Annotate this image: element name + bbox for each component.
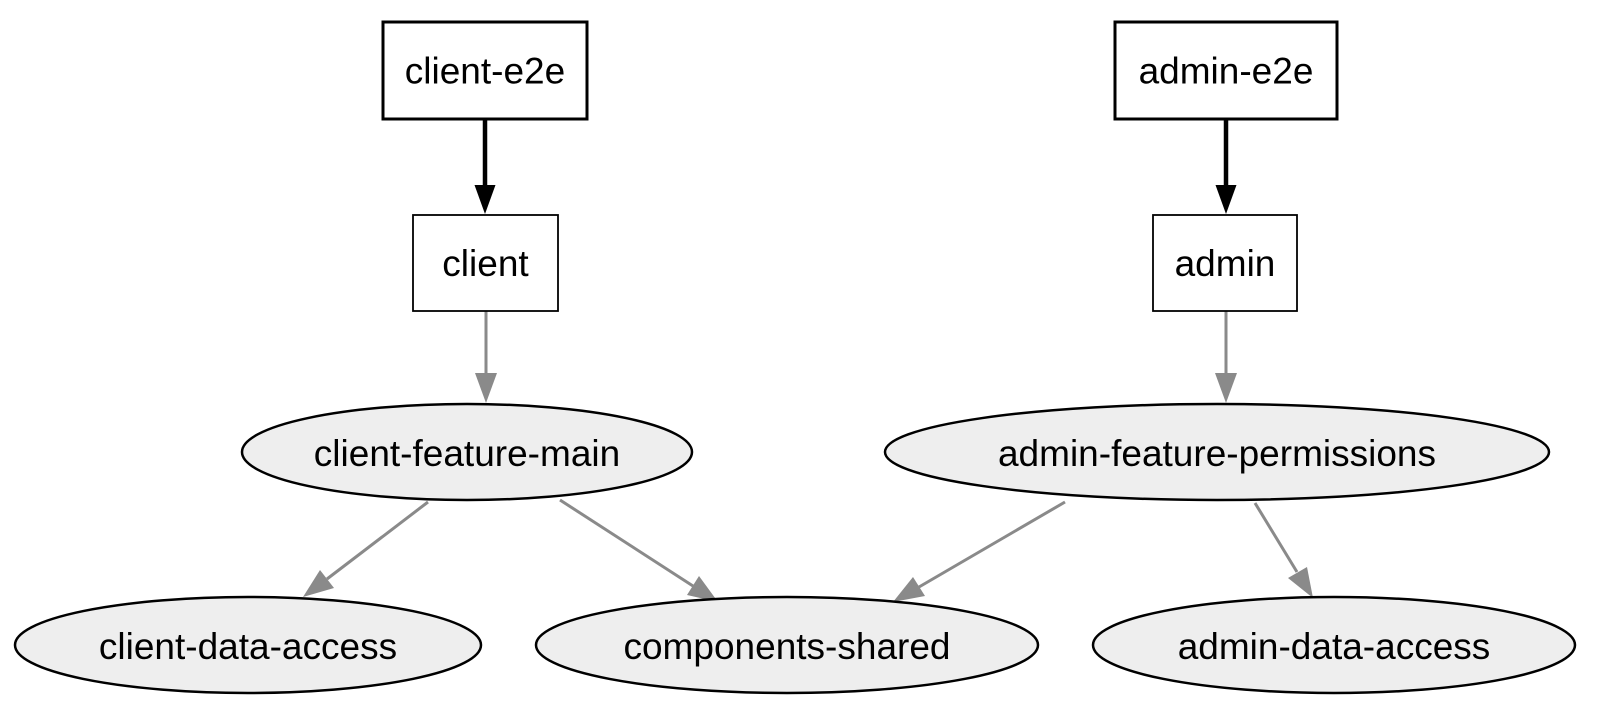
node-admin[interactable]: admin	[1152, 214, 1298, 312]
node-components-shared-shape[interactable]	[534, 595, 1040, 695]
node-client-e2e[interactable]: client-e2e	[381, 20, 589, 121]
edge-line	[918, 500, 1066, 589]
node-admin-feature-permissions[interactable]: admin-feature-permissions	[883, 402, 1551, 502]
node-admin-shape[interactable]	[1152, 214, 1298, 312]
arrowhead-icon	[893, 577, 925, 602]
node-client-e2e-label: client-e2e	[405, 50, 565, 91]
node-client-feature-main[interactable]: client-feature-main	[240, 402, 694, 502]
node-client-data-access[interactable]: client-data-access	[13, 595, 483, 695]
node-client-shape[interactable]	[412, 214, 559, 312]
node-admin-feature-permissions-shape[interactable]	[883, 402, 1551, 502]
node-client-data-access-shape[interactable]	[13, 595, 483, 695]
arrowhead-icon	[303, 570, 334, 597]
node-admin-e2e-shape[interactable]	[1113, 20, 1339, 121]
edge-client-feature-main-to-client-data-access	[303, 500, 429, 597]
node-components-shared[interactable]: components-shared	[534, 595, 1040, 695]
edge-client-feature-main-to-components-shared	[559, 498, 718, 602]
node-client-feature-main-shape[interactable]	[240, 402, 694, 502]
node-client-label: client	[442, 243, 529, 284]
edge-admin-to-admin-feature-permissions	[1215, 311, 1237, 403]
node-admin-e2e[interactable]: admin-e2e	[1113, 20, 1339, 121]
edge-client-e2e-to-client	[474, 120, 496, 214]
edge-line	[559, 498, 694, 588]
node-client[interactable]: client	[412, 214, 559, 312]
edge-line	[326, 500, 429, 581]
node-client-e2e-shape[interactable]	[381, 20, 589, 121]
node-admin-data-access-shape[interactable]	[1091, 595, 1577, 695]
node-admin-e2e-label: admin-e2e	[1139, 50, 1314, 91]
node-components-shared-label: components-shared	[623, 626, 950, 667]
edge-admin-feature-permissions-to-components-shared	[893, 500, 1066, 602]
edge-admin-e2e-to-admin	[1215, 120, 1237, 214]
arrowhead-icon	[475, 373, 497, 403]
edge-line	[1253, 502, 1299, 573]
node-client-data-access-label: client-data-access	[99, 626, 397, 667]
edge-client-to-client-feature-main	[475, 311, 497, 403]
node-admin-label: admin	[1175, 243, 1276, 284]
arrowhead-icon	[687, 576, 718, 602]
edge-admin-feature-permissions-to-admin-data-access	[1253, 502, 1313, 598]
arrowhead-icon	[474, 185, 496, 214]
arrowhead-icon	[1288, 567, 1313, 598]
node-admin-data-access[interactable]: admin-data-access	[1091, 595, 1577, 695]
arrowhead-icon	[1215, 185, 1237, 214]
node-admin-feature-permissions-label: admin-feature-permissions	[998, 433, 1436, 474]
node-admin-data-access-label: admin-data-access	[1178, 626, 1491, 667]
arrowhead-icon	[1215, 373, 1237, 403]
node-client-feature-main-label: client-feature-main	[314, 433, 620, 474]
